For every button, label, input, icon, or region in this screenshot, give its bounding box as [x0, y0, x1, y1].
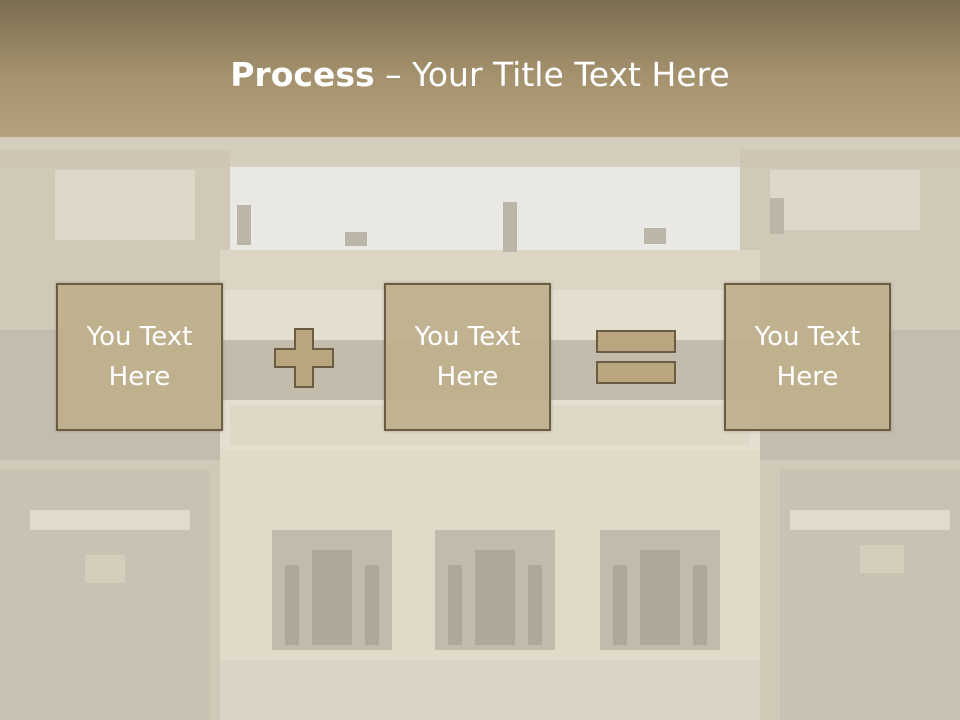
equals-icon — [596, 330, 676, 384]
plus-icon — [274, 328, 334, 388]
process-step-label-1: You Text Here — [86, 322, 193, 392]
title-band-strip — [0, 137, 960, 167]
process-step-label-3: You Text Here — [754, 322, 861, 392]
process-step-label-2: You Text Here — [414, 322, 521, 392]
slide-title-rest: – Your Title Text Here — [374, 55, 730, 94]
slide-title[interactable]: Process – Your Title Text Here — [0, 54, 960, 96]
slide-title-bold: Process — [230, 55, 375, 94]
process-step-box-1[interactable]: You Text Here — [56, 283, 223, 431]
process-step-box-3[interactable]: You Text Here — [724, 283, 891, 431]
title-band — [0, 0, 960, 137]
process-step-box-2[interactable]: You Text Here — [384, 283, 551, 431]
